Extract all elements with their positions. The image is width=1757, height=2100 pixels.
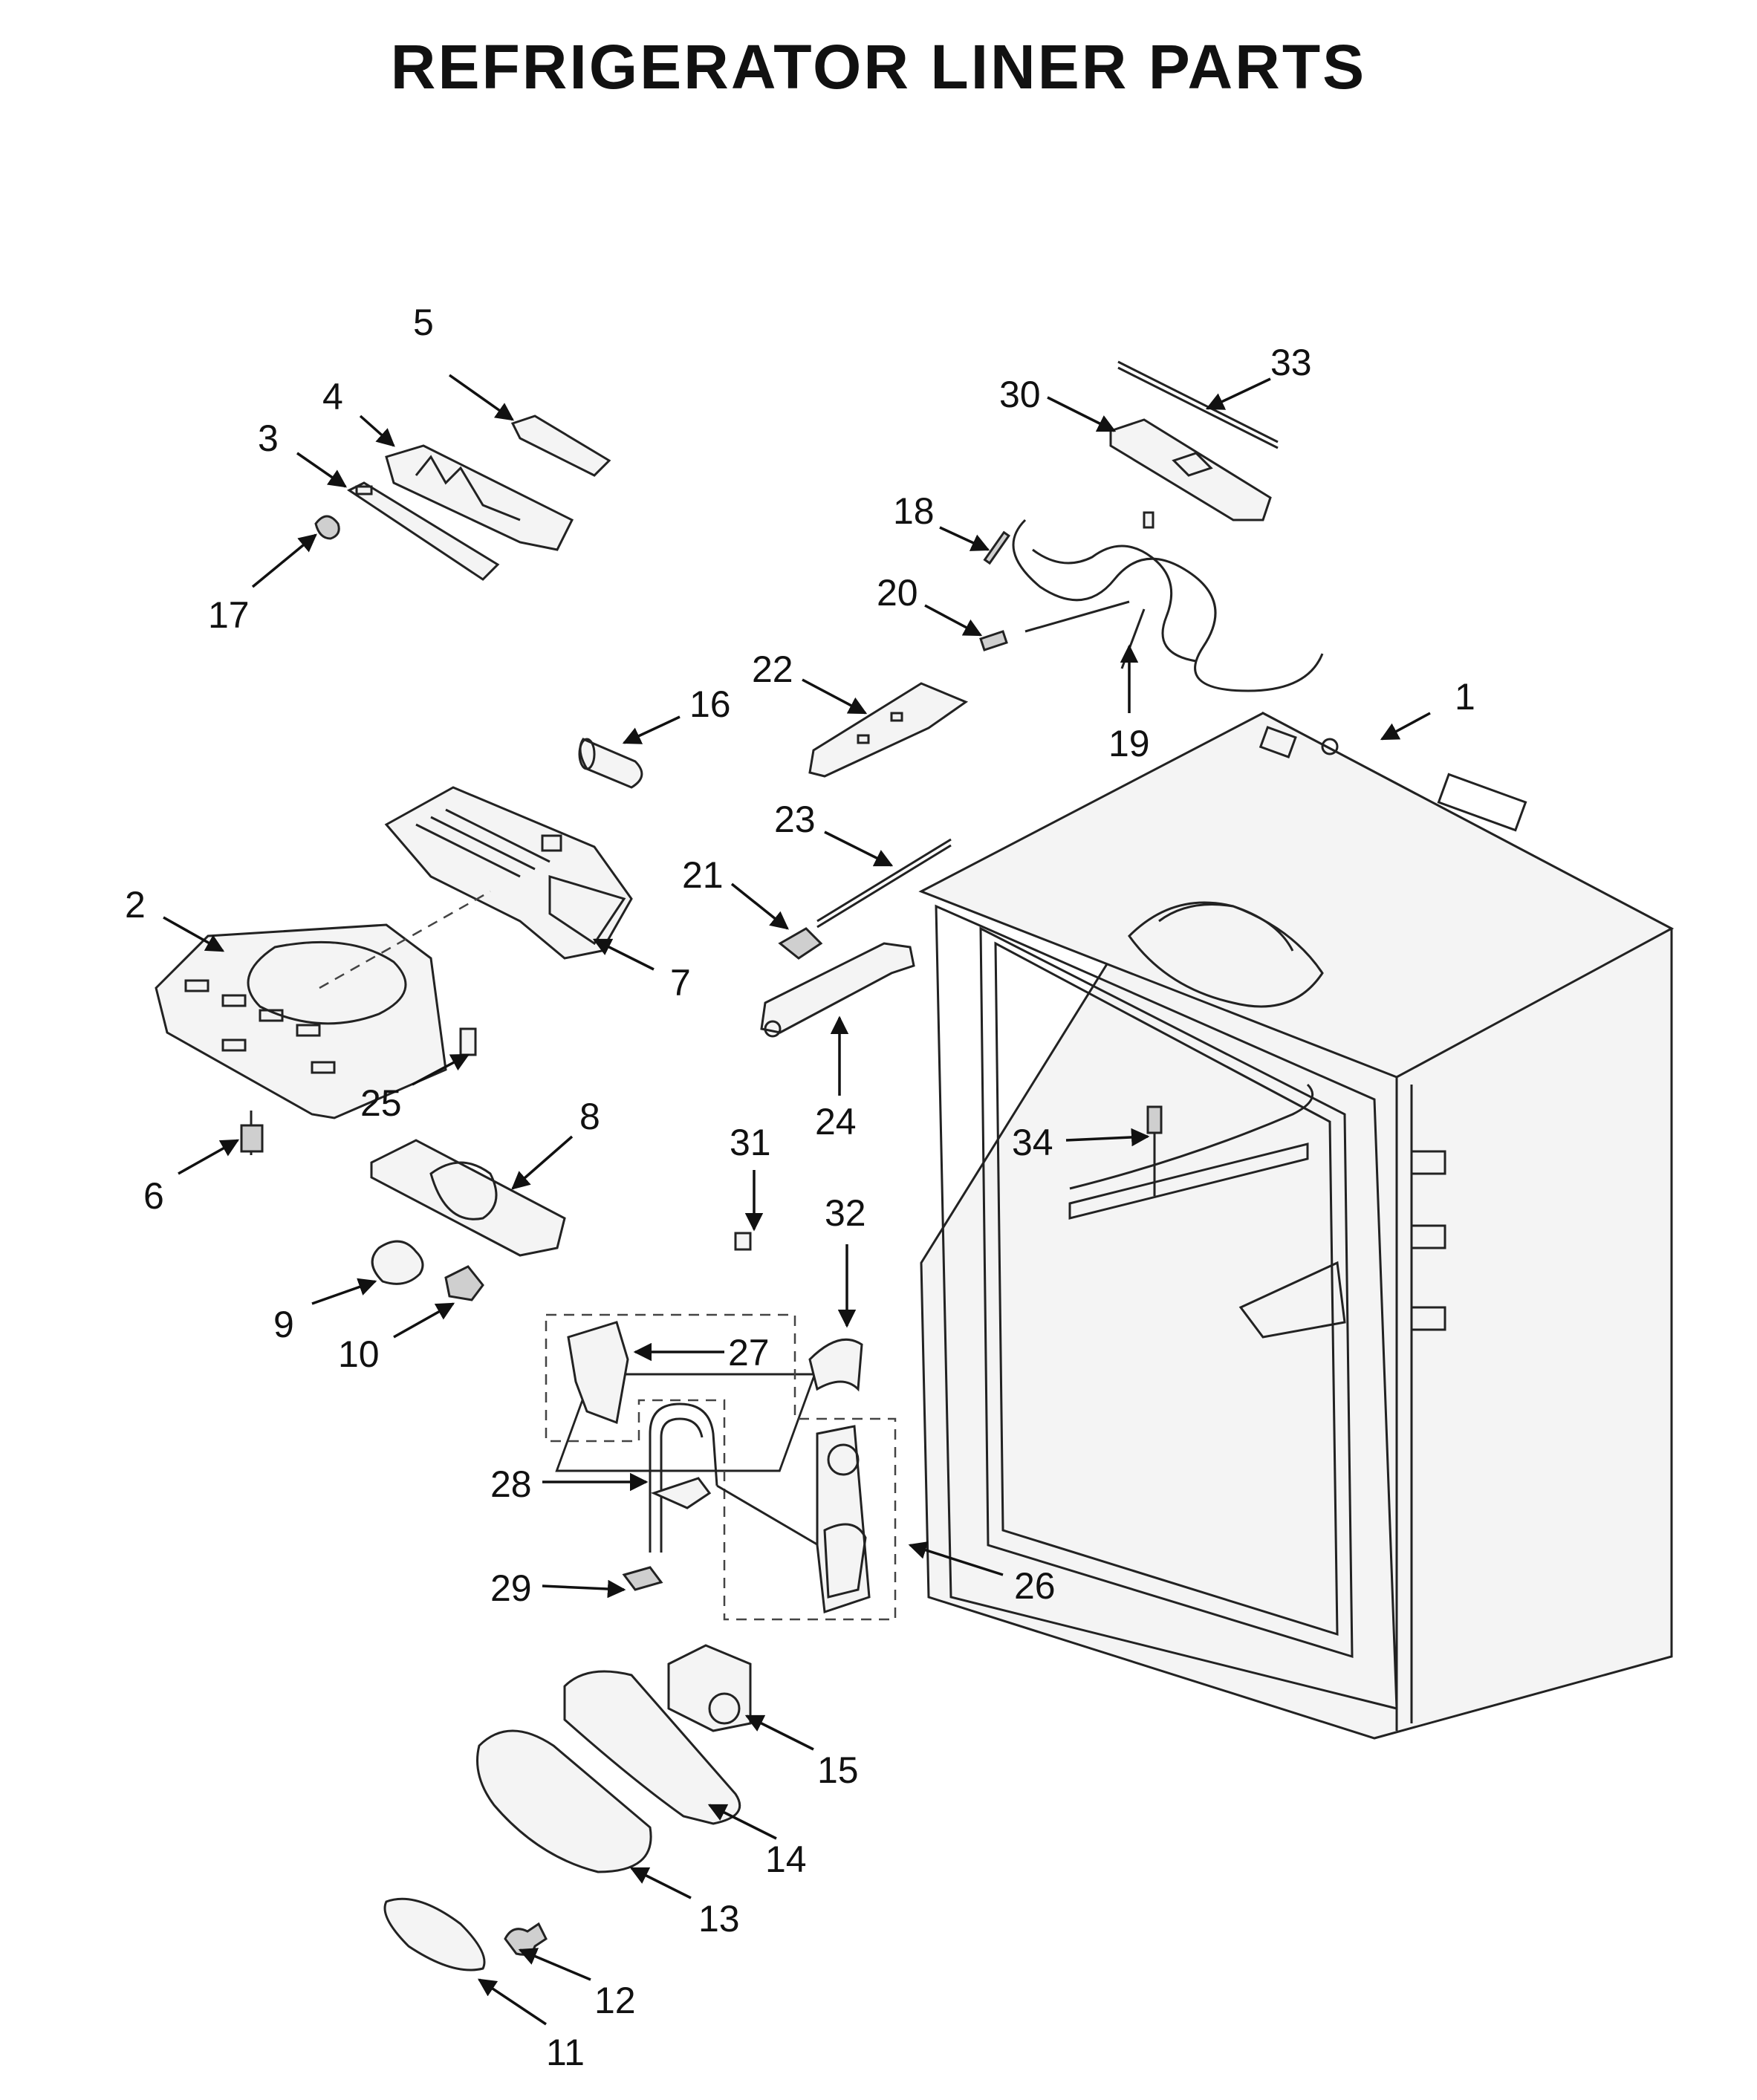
part-3-label bbox=[347, 481, 500, 581]
part-9-bulb bbox=[371, 1240, 424, 1285]
part-10-socket bbox=[444, 1265, 484, 1301]
callout-29: 29 bbox=[490, 1567, 532, 1609]
callout-18: 18 bbox=[893, 490, 935, 532]
callout-14: 14 bbox=[765, 1839, 807, 1880]
callout-2: 2 bbox=[125, 884, 146, 926]
part-32-cover bbox=[808, 1338, 863, 1392]
part-7-panel bbox=[384, 786, 633, 960]
callout-16: 16 bbox=[689, 683, 731, 725]
part-31-clip bbox=[734, 1232, 752, 1251]
callout-17: 17 bbox=[208, 594, 250, 636]
callout-4: 4 bbox=[322, 376, 343, 417]
part-25-clip bbox=[459, 1027, 477, 1056]
part-13-bezel bbox=[476, 1729, 652, 1873]
callout-21: 21 bbox=[682, 854, 724, 896]
part-18-probe bbox=[983, 530, 1010, 565]
callout-6: 6 bbox=[143, 1175, 164, 1217]
callout-31: 31 bbox=[730, 1122, 771, 1163]
part-14-frame bbox=[563, 1670, 741, 1825]
part-4-bracket bbox=[385, 444, 574, 551]
callout-33: 33 bbox=[1270, 342, 1312, 383]
part-11-trim bbox=[383, 1897, 486, 1971]
part-34-probe bbox=[1146, 1105, 1163, 1196]
part-5-cap bbox=[510, 415, 611, 477]
callout-27: 27 bbox=[728, 1332, 770, 1374]
callout-9: 9 bbox=[273, 1304, 294, 1345]
callout-1: 1 bbox=[1455, 676, 1475, 718]
part-29-clip bbox=[622, 1566, 663, 1591]
part-17-knob bbox=[314, 515, 340, 540]
callout-25: 25 bbox=[360, 1082, 402, 1124]
part-19-heater bbox=[1012, 511, 1324, 692]
callout-20: 20 bbox=[877, 572, 918, 614]
callout-5: 5 bbox=[413, 302, 434, 343]
callout-22: 22 bbox=[752, 648, 793, 690]
part-22-bracket bbox=[808, 682, 969, 778]
part-33-strip bbox=[1117, 360, 1279, 449]
part-6-switch bbox=[240, 1124, 264, 1153]
callout-10: 10 bbox=[338, 1333, 380, 1375]
part-2-cover bbox=[155, 923, 447, 1119]
callout-23: 23 bbox=[774, 799, 816, 840]
part-23-tube bbox=[816, 838, 952, 929]
part-30-rail bbox=[1109, 418, 1272, 521]
callout-3: 3 bbox=[258, 417, 279, 459]
callout-15: 15 bbox=[817, 1749, 859, 1791]
callout-13: 13 bbox=[698, 1898, 740, 1940]
part-20-screw bbox=[979, 630, 1008, 651]
part-26-housing bbox=[816, 1425, 871, 1614]
callout-30: 30 bbox=[999, 374, 1041, 415]
part-27-bracket bbox=[567, 1321, 629, 1425]
part-21-sensor bbox=[778, 927, 823, 960]
callout-28: 28 bbox=[490, 1463, 532, 1505]
callout-34: 34 bbox=[1012, 1122, 1053, 1163]
callout-11: 11 bbox=[546, 2032, 585, 2073]
callout-26: 26 bbox=[1014, 1565, 1056, 1607]
part-1-liner bbox=[555, 712, 1675, 1740]
part-28-spout bbox=[649, 1402, 718, 1553]
callout-24: 24 bbox=[815, 1101, 857, 1142]
callout-12: 12 bbox=[594, 1980, 636, 2021]
callout-19: 19 bbox=[1108, 723, 1150, 764]
part-8-tray bbox=[370, 1139, 566, 1257]
callout-8: 8 bbox=[579, 1096, 600, 1137]
part-15-actuator bbox=[667, 1644, 752, 1732]
callout-7: 7 bbox=[670, 962, 691, 1004]
part-24-channel bbox=[760, 942, 915, 1038]
part-12-screw bbox=[504, 1922, 548, 1956]
part-16-cylinder bbox=[578, 738, 643, 789]
callout-32: 32 bbox=[825, 1192, 866, 1234]
diagram-title: REFRIGERATOR LINER PARTS bbox=[390, 32, 1367, 102]
